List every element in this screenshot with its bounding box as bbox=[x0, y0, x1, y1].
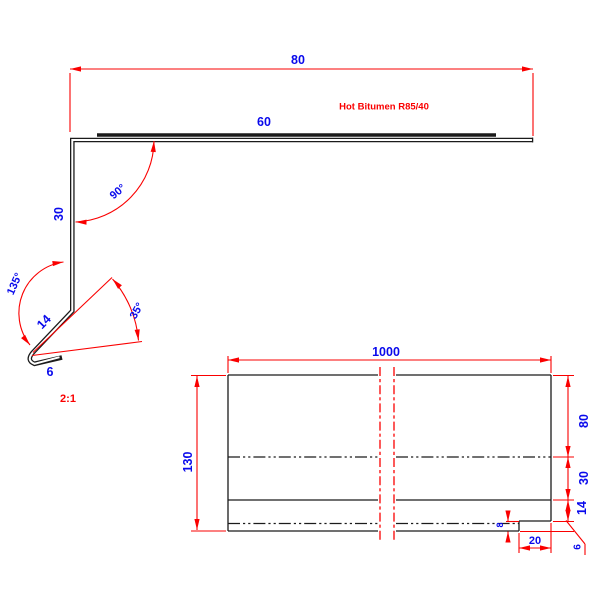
dim-label-hem-flat: 6 bbox=[573, 544, 584, 550]
arrowhead bbox=[150, 141, 156, 153]
arrowhead bbox=[228, 357, 239, 363]
arrowhead bbox=[194, 376, 200, 387]
profile-view: 80 60 90° 30 135° 14 35° bbox=[5, 53, 534, 405]
material-note: Hot Bitumen R85/40 bbox=[339, 102, 429, 113]
angle-135-arc: 135° bbox=[5, 260, 64, 346]
dim-label-segment-mid: 30 bbox=[577, 471, 591, 485]
angle-90-arc: 90° bbox=[75, 140, 156, 225]
arrowhead bbox=[134, 329, 140, 341]
dim-label-girth: 130 bbox=[181, 452, 195, 473]
dim-flat-8: 8 bbox=[495, 510, 519, 543]
angle-label-90: 90° bbox=[108, 182, 128, 202]
arrowhead bbox=[565, 489, 571, 500]
break-lines bbox=[379, 367, 395, 540]
arrowhead bbox=[565, 376, 571, 387]
dim-flat-right-stack: 80 30 14 bbox=[553, 374, 591, 523]
dim-label-top-flange: 80 bbox=[291, 53, 305, 67]
angle-35-wedge: 35° bbox=[31, 277, 147, 357]
arrowhead bbox=[52, 260, 64, 267]
angle-label-135: 135° bbox=[5, 271, 25, 297]
dim-label-bitumen-strip: 60 bbox=[257, 115, 271, 129]
arrowhead bbox=[519, 545, 530, 551]
arrowhead bbox=[70, 66, 81, 72]
dim-label-segment-kick: 14 bbox=[575, 501, 589, 515]
dim-label-length: 1000 bbox=[372, 345, 400, 359]
dim-label-notch-depth: 8 bbox=[495, 522, 505, 527]
profile-sheet-outline bbox=[27, 137, 533, 367]
extension-line bbox=[553, 374, 574, 523]
extension-line bbox=[227, 356, 552, 373]
arrowhead bbox=[565, 510, 571, 521]
dim-flat-130: 130 bbox=[181, 374, 226, 532]
arrowhead bbox=[505, 531, 511, 543]
arc bbox=[18, 261, 64, 346]
flat-pattern-view: 1000 130 80 30 14 bbox=[181, 345, 591, 555]
flat-corner-notch bbox=[518, 520, 551, 531]
arrowhead bbox=[21, 334, 30, 345]
arrowhead bbox=[75, 219, 87, 225]
arrowhead bbox=[565, 457, 571, 468]
dim-label-kick: 14 bbox=[34, 312, 54, 332]
arrowhead bbox=[522, 66, 533, 72]
arrowhead bbox=[540, 545, 551, 551]
wedge-line bbox=[32, 277, 113, 353]
dim-flat-6: 6 bbox=[565, 520, 586, 555]
wedge-line bbox=[31, 340, 143, 357]
dim-label-segment-top: 80 bbox=[577, 414, 591, 428]
dim-flat-1000: 1000 bbox=[227, 345, 552, 373]
dim-profile-80: 80 bbox=[69, 53, 534, 136]
extension-line bbox=[191, 374, 226, 532]
dim-label-notch-width: 20 bbox=[529, 535, 541, 547]
arrowhead bbox=[194, 519, 200, 530]
arrowhead bbox=[112, 279, 122, 289]
oblique-leader bbox=[565, 520, 586, 555]
dim-flat-20: 20 bbox=[518, 523, 574, 553]
arc bbox=[75, 140, 155, 223]
arrowhead bbox=[565, 500, 571, 511]
profile-sheet-inner-white bbox=[28, 139, 533, 365]
arrowhead bbox=[565, 446, 571, 457]
angle-label-35: 35° bbox=[128, 301, 147, 321]
arrowhead bbox=[505, 510, 511, 522]
dim-label-vertical-leg: 30 bbox=[52, 207, 66, 221]
arrowhead bbox=[540, 357, 551, 363]
scale-note: 2:1 bbox=[60, 393, 76, 405]
dim-label-hem-profile: 6 bbox=[47, 365, 54, 379]
